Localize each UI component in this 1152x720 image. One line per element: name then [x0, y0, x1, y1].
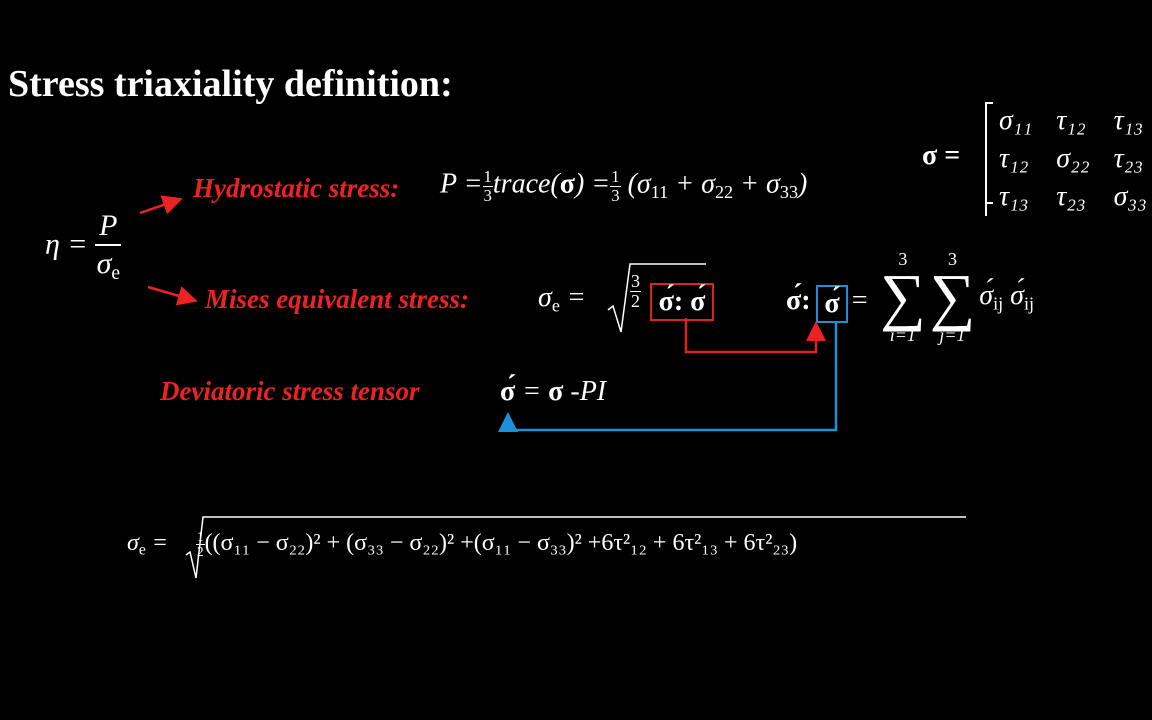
contraction-left: σ́:	[786, 285, 811, 316]
eta-lhs: η =	[45, 227, 88, 261]
matrix-bracket-corners	[985, 102, 993, 204]
hydrostatic-label: Hydrostatic stress:	[193, 173, 400, 203]
mises-sqrt-sign	[607, 263, 706, 333]
arrow-to-mises	[147, 285, 198, 306]
triaxiality-equation: η = P σe	[45, 208, 122, 285]
deviatoric-equation: σ́ = σ -PI	[500, 376, 607, 407]
arrow-to-hydrostatic	[139, 195, 183, 215]
double-sum: 3∑i=1 3∑j=1 σ́ij σ́ij	[880, 249, 1035, 345]
matrix-lhs: σ =	[922, 140, 961, 171]
mises-label: Mises equivalent stress:	[205, 284, 470, 314]
eta-fraction: P σe	[95, 208, 122, 285]
mises-lhs: σe =	[538, 282, 586, 316]
blue-connector-arrow	[498, 321, 838, 432]
contraction-blue-box: σ́	[816, 285, 848, 323]
eta-numerator: P	[95, 208, 122, 246]
slide-title: Stress triaxiality definition:	[8, 63, 453, 105]
eta-denominator: σe	[96, 247, 121, 284]
deviatoric-label: Deviatoric stress tensor	[160, 376, 420, 406]
contraction-eq: =	[850, 285, 869, 316]
full-mises-sqrt-sign	[185, 516, 966, 579]
red-connector-arrow	[684, 318, 826, 354]
mises-red-box: σ́: σ́	[650, 283, 714, 321]
